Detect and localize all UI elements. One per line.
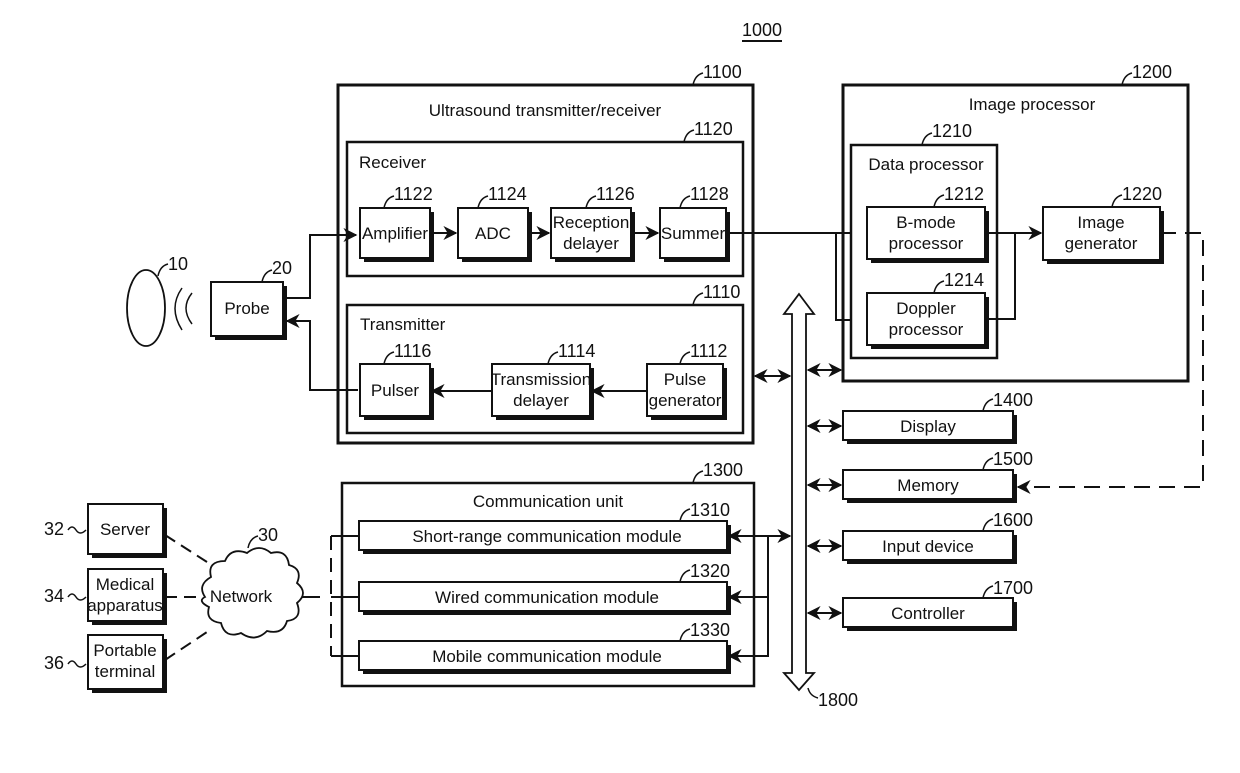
image-generator-block[interactable]: Image generator 1220 <box>1043 184 1164 264</box>
network-label: Network <box>210 587 273 606</box>
pulser-label: Pulser <box>371 381 420 400</box>
figure-ref-text: 1000 <box>742 20 782 40</box>
display-label: Display <box>900 417 956 436</box>
wired-module-block[interactable]: Wired communication module 1320 <box>359 561 731 615</box>
communication-unit-ref: 1300 <box>703 460 743 480</box>
bus-arrow <box>784 294 814 690</box>
controller-block[interactable]: Controller 1700 <box>843 578 1033 631</box>
receiver-label: Receiver <box>359 153 426 172</box>
portable-terminal-block[interactable]: Portable terminal 36 <box>44 635 167 693</box>
receiver-ref: 1120 <box>694 119 733 139</box>
object-ref: 10 <box>168 254 188 274</box>
transmission-delayer-block[interactable]: Transmission delayer 1114 <box>491 341 596 420</box>
object-10: 10 <box>127 254 192 346</box>
transmission-delayer-ref: 1114 <box>558 341 595 361</box>
portable-ref: 36 <box>44 653 64 673</box>
reception-delayer-line1: Reception <box>553 213 630 232</box>
server-label: Server <box>100 520 150 539</box>
reception-delayer-line2: delayer <box>563 234 619 253</box>
mobile-ref: 1330 <box>690 620 730 640</box>
network-ref: 30 <box>258 525 278 545</box>
doppler-line2: processor <box>889 320 964 339</box>
bus-1800: 1800 <box>784 294 858 710</box>
portable-line1: Portable <box>93 641 156 660</box>
image-generator-ref: 1220 <box>1122 184 1162 204</box>
bmode-line2: processor <box>889 234 964 253</box>
memory-ref: 1500 <box>993 449 1033 469</box>
input-device-label: Input device <box>882 537 974 556</box>
transmission-delayer-line2: delayer <box>513 391 569 410</box>
doppler-ref: 1214 <box>944 270 984 290</box>
display-block[interactable]: Display 1400 <box>843 390 1033 444</box>
pulser-ref: 1116 <box>394 341 431 361</box>
pulse-generator-line2: generator <box>649 391 722 410</box>
short-range-ref: 1310 <box>690 500 730 520</box>
amplifier-label: Amplifier <box>362 224 428 243</box>
amplifier-block[interactable]: Amplifier 1122 <box>360 184 434 262</box>
input-device-block[interactable]: Input device 1600 <box>843 510 1033 564</box>
adc-ref: 1124 <box>488 184 527 204</box>
portable-network-link <box>165 632 207 660</box>
image-processor-ref: 1200 <box>1132 62 1172 82</box>
us-txrx-label: Ultrasound transmitter/receiver <box>429 101 662 120</box>
medical-line2: apparatus <box>87 596 163 615</box>
probe-to-amplifier-line <box>285 235 356 298</box>
reception-delayer-block[interactable]: Reception delayer 1126 <box>551 184 635 262</box>
controller-ref: 1700 <box>993 578 1033 598</box>
pulse-generator-block[interactable]: Pulse generator 1112 <box>647 341 727 420</box>
figure-ref: 1000 <box>742 20 782 41</box>
summer-label: Summer <box>661 224 726 243</box>
memory-block[interactable]: Memory 1500 <box>843 449 1033 503</box>
us-txrx-ref: 1100 <box>703 62 742 82</box>
object-ellipse <box>127 270 165 346</box>
server-network-link <box>165 535 207 562</box>
network-cloud[interactable]: Network 30 <box>202 525 303 638</box>
short-range-label: Short-range communication module <box>412 527 681 546</box>
mobile-module-block[interactable]: Mobile communication module 1330 <box>359 620 731 674</box>
summer-ref: 1128 <box>690 184 729 204</box>
doppler-line1: Doppler <box>896 299 956 318</box>
memory-label: Memory <box>897 476 959 495</box>
portable-line2: terminal <box>95 662 155 681</box>
bus-ref: 1800 <box>818 690 858 710</box>
data-processor-ref: 1210 <box>932 121 972 141</box>
image-generator-line1: Image <box>1077 213 1124 232</box>
transmission-delayer-line1: Transmission <box>491 370 591 389</box>
controller-label: Controller <box>891 604 965 623</box>
pulse-generator-ref: 1112 <box>690 341 727 361</box>
server-block[interactable]: Server 32 <box>44 504 167 558</box>
imagegen-to-memory-line <box>1018 233 1203 487</box>
wired-label: Wired communication module <box>435 588 659 607</box>
transmitter-label: Transmitter <box>360 315 446 334</box>
amplifier-ref: 1122 <box>394 184 433 204</box>
medical-ref: 34 <box>44 586 64 606</box>
probe-block[interactable]: Probe 20 <box>211 258 292 340</box>
medical-apparatus-block[interactable]: Medical apparatus 34 <box>44 569 167 625</box>
mobile-label: Mobile communication module <box>432 647 662 666</box>
server-ref: 32 <box>44 519 64 539</box>
adc-block[interactable]: ADC 1124 <box>458 184 532 262</box>
adc-label: ADC <box>475 224 511 243</box>
wired-ref: 1320 <box>690 561 730 581</box>
bmode-line1: B-mode <box>896 213 956 232</box>
display-ref: 1400 <box>993 390 1033 410</box>
probe-ref: 20 <box>272 258 292 278</box>
transmitter-ref: 1110 <box>703 282 740 302</box>
image-generator-line2: generator <box>1065 234 1138 253</box>
probe-label: Probe <box>224 299 269 318</box>
bmode-ref: 1212 <box>944 184 984 204</box>
image-processor-label: Image processor <box>969 95 1096 114</box>
reception-delayer-ref: 1126 <box>596 184 635 204</box>
pulse-generator-line1: Pulse <box>664 370 707 389</box>
wave-icon <box>175 288 182 330</box>
pulser-block[interactable]: Pulser 1116 <box>360 341 434 420</box>
input-device-ref: 1600 <box>993 510 1033 530</box>
medical-line1: Medical <box>96 575 155 594</box>
communication-unit-label: Communication unit <box>473 492 624 511</box>
summer-block[interactable]: Summer 1128 <box>660 184 730 262</box>
data-processor-label: Data processor <box>868 155 984 174</box>
